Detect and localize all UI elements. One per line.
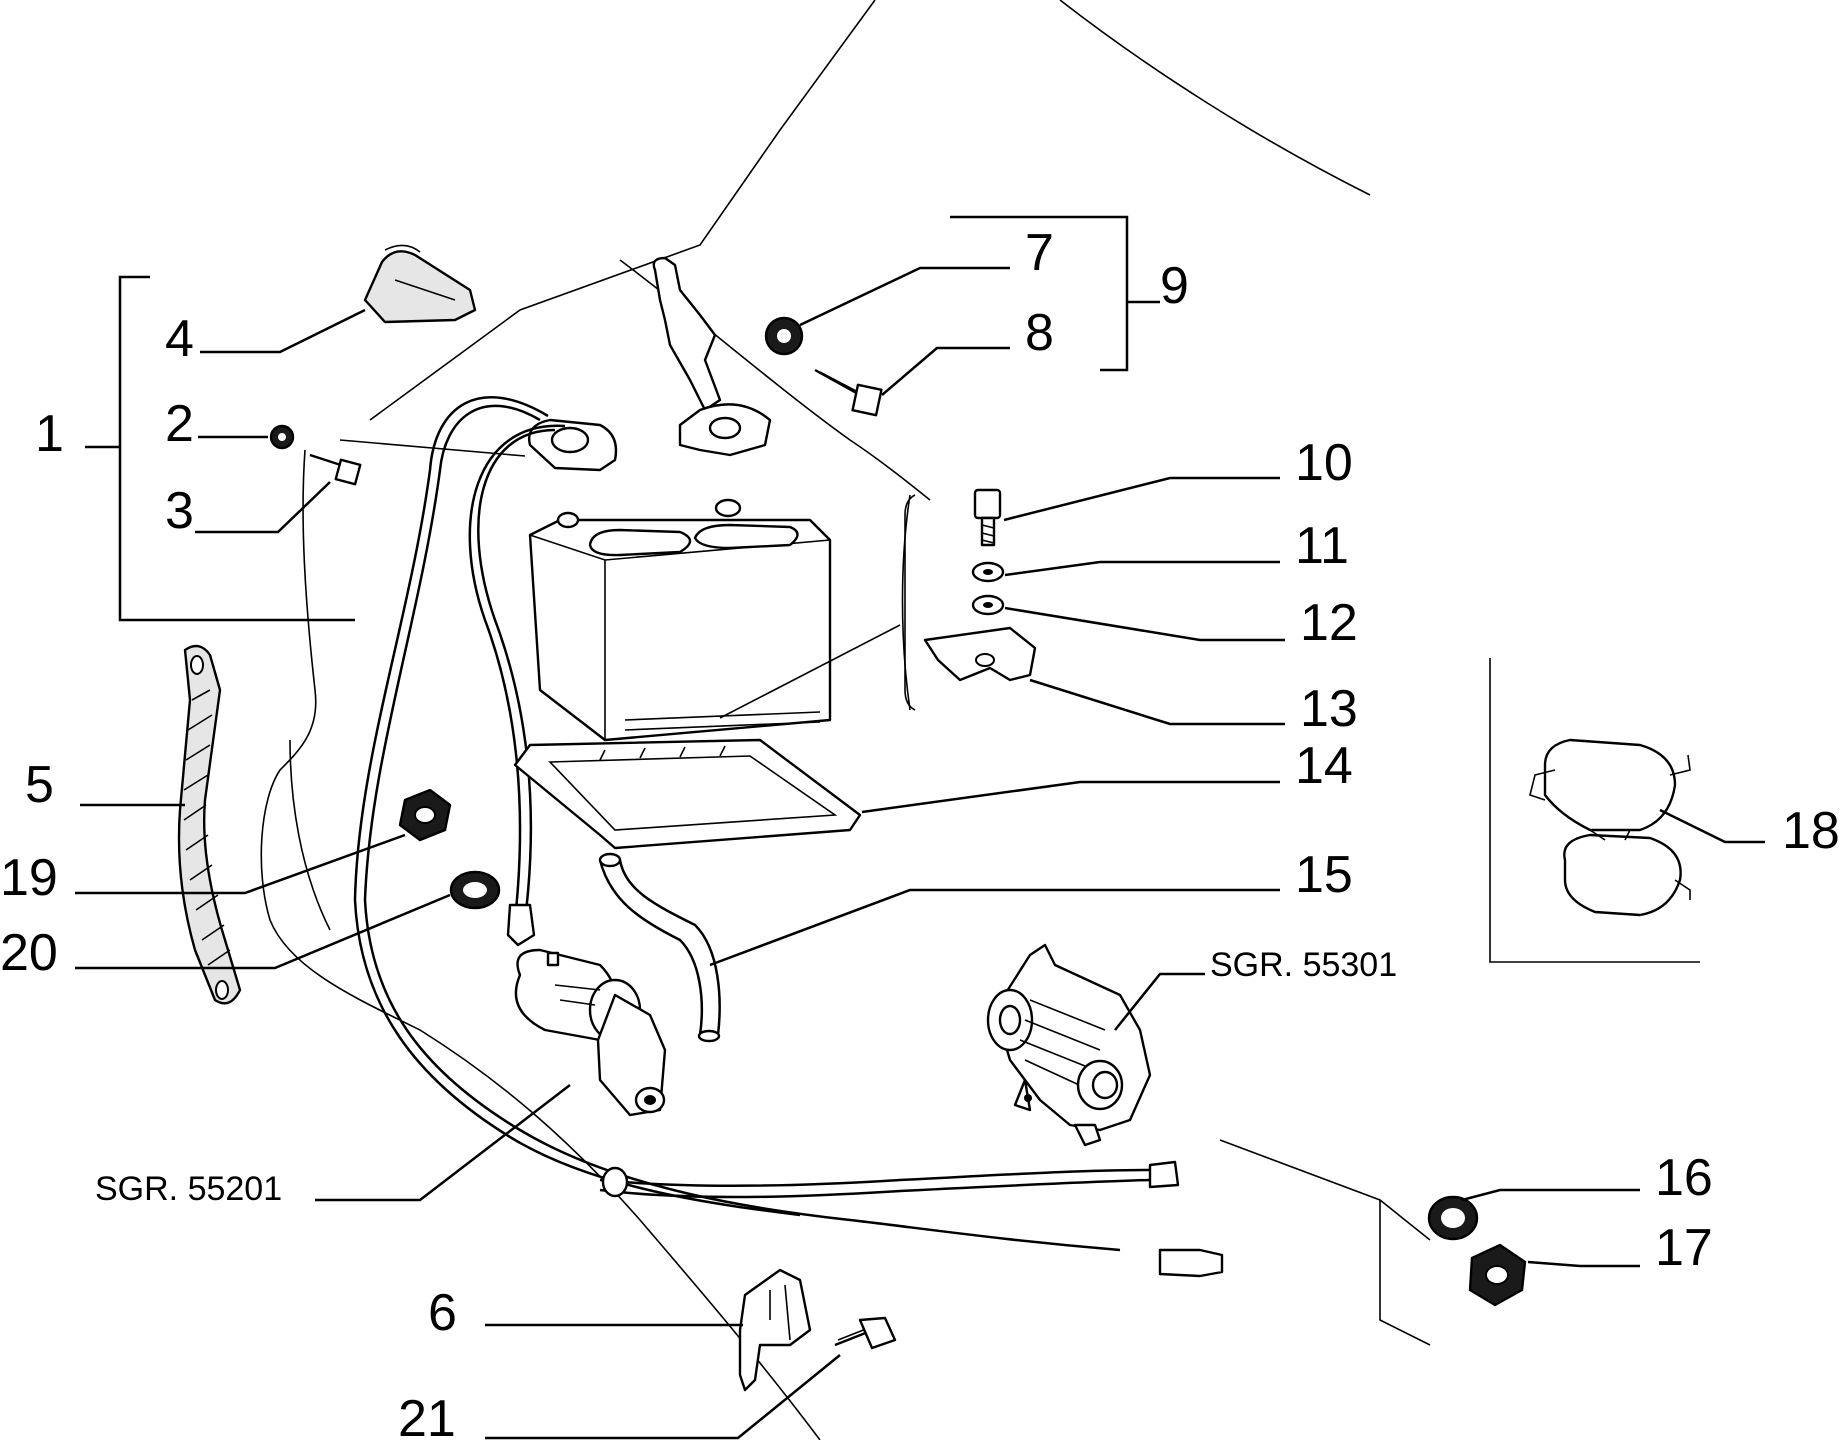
- callout-3: 3: [165, 482, 194, 540]
- bracket-10-13: [904, 494, 916, 711]
- ground-strap-part-5: [177, 644, 242, 1005]
- terminal-cover-part-4: [363, 244, 477, 324]
- callout-16: 16: [1655, 1149, 1713, 1207]
- leader-16: [1461, 1188, 1640, 1202]
- callout-7: 7: [1025, 224, 1054, 282]
- group-9-bracket: [950, 215, 1129, 372]
- callout-10: 10: [1295, 434, 1353, 492]
- bolt-part-21: [834, 1316, 897, 1350]
- alternator-reference-label: SGR. 55301: [1210, 946, 1397, 984]
- leader-3: [195, 481, 331, 534]
- negative-terminal-clamp: [528, 418, 618, 472]
- bolt-part-8: [814, 368, 883, 417]
- callout-17: 17: [1655, 1219, 1713, 1277]
- battery-tray-part-14: [513, 738, 862, 850]
- callout-5: 5: [25, 756, 54, 814]
- leader-4: [200, 308, 366, 354]
- callout-2: 2: [165, 395, 194, 453]
- support-bracket-part-6: [738, 1268, 812, 1392]
- leader-13: [1029, 678, 1285, 726]
- callout-20: 20: [0, 924, 58, 982]
- leader-starter: [315, 1084, 571, 1202]
- callout-1: 1: [35, 405, 64, 463]
- callout-13: 13: [1300, 680, 1358, 738]
- bolt-part-10: [973, 488, 1002, 547]
- washer-part-11: [971, 561, 1005, 583]
- callout-9: 9: [1160, 257, 1189, 315]
- leader-19: [75, 833, 406, 895]
- leader-21: [485, 1354, 841, 1440]
- leader-15: [709, 888, 1280, 967]
- callout-4: 4: [165, 310, 194, 368]
- nut-part-2: [269, 424, 295, 450]
- starter-motor: [514, 948, 667, 1117]
- vehicle-body-outline: [260, 0, 1431, 1440]
- leader-10: [1003, 476, 1280, 522]
- cable-clip-part-18: [1529, 738, 1691, 917]
- callout-19: 19: [0, 849, 58, 907]
- starter-reference-label: SGR. 55201: [95, 1170, 282, 1208]
- clip-box-border: [1489, 658, 1700, 963]
- alternator: [986, 943, 1152, 1147]
- callout-12: 12: [1300, 594, 1358, 652]
- leader-8: [881, 346, 1010, 396]
- leader-17: [1527, 1260, 1640, 1268]
- main-cable-part-1: [353, 396, 1224, 1278]
- washer-part-16: [1427, 1195, 1479, 1241]
- battery: [528, 498, 832, 742]
- hold-down-bracket-part-13: [923, 626, 1037, 682]
- breather-hose-part-15: [598, 852, 721, 1043]
- leader-11: [1004, 560, 1280, 577]
- leader-alternator: [1114, 972, 1205, 1031]
- callout-11: 11: [1295, 517, 1349, 575]
- callout-8: 8: [1025, 304, 1054, 362]
- group-1-bracket: [118, 275, 355, 622]
- callout-21: 21: [398, 1390, 456, 1440]
- positive-cable-terminal: [652, 256, 772, 457]
- leader-20: [75, 893, 451, 970]
- leader-12: [1004, 606, 1285, 642]
- leader-7: [799, 266, 1010, 327]
- callout-18: 18: [1782, 802, 1840, 860]
- leader-14: [861, 780, 1280, 814]
- callout-6: 6: [428, 1284, 457, 1342]
- leader-13-battery: [719, 624, 901, 719]
- washer-part-12: [971, 594, 1005, 616]
- leader-18: [1659, 808, 1765, 844]
- bolt-part-3: [309, 453, 362, 486]
- nut-part-19: [398, 788, 452, 842]
- nut-part-17: [1468, 1243, 1527, 1307]
- callout-15: 15: [1295, 846, 1353, 904]
- nut-part-7: [764, 316, 804, 356]
- washer-part-20: [449, 870, 501, 910]
- callout-14: 14: [1295, 737, 1353, 795]
